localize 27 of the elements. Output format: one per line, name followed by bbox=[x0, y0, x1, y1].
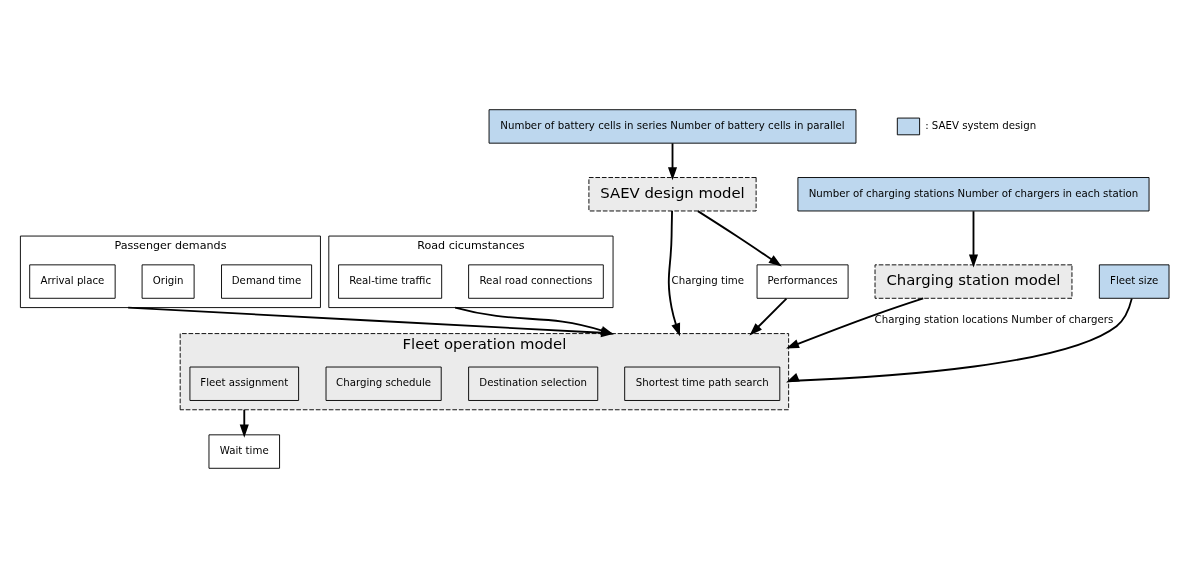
node-box: Performances bbox=[756, 263, 849, 299]
node-box: Real road connections bbox=[468, 263, 604, 299]
node-box: Origin bbox=[141, 263, 195, 299]
node-box: Number of charging stations Number of chargers in each station bbox=[797, 176, 1150, 211]
node-box: Charging schedule bbox=[325, 366, 442, 401]
node-box: SAEV design model bbox=[588, 176, 757, 211]
node-box: Shortest time path search bbox=[624, 366, 781, 401]
node-box: Fleet size bbox=[1098, 263, 1170, 299]
node-box: Fleet assignment bbox=[189, 366, 300, 401]
node-box: Wait time bbox=[208, 433, 281, 469]
node-box: Charging station model bbox=[874, 263, 1073, 299]
edge-label: Charging time bbox=[671, 274, 745, 286]
arrow bbox=[749, 297, 788, 336]
legend-label: : SAEV system design bbox=[925, 119, 1037, 131]
arrow bbox=[667, 209, 681, 336]
node-box: Demand time bbox=[221, 263, 313, 299]
arrow bbox=[968, 209, 979, 267]
node-box: Real-time traffic bbox=[338, 263, 443, 299]
arrow bbox=[239, 408, 249, 438]
node-box: Number of battery cells in series Number of battery cells in parallel bbox=[488, 108, 857, 144]
edge-label: Charging station locations Number of chargers bbox=[874, 313, 1114, 325]
node-box: Destination selection bbox=[468, 366, 599, 401]
arrow bbox=[696, 209, 782, 266]
arrow bbox=[667, 141, 678, 180]
arrow bbox=[786, 296, 925, 349]
arrow bbox=[786, 297, 1133, 382]
node-box: Arrival place bbox=[29, 263, 116, 299]
